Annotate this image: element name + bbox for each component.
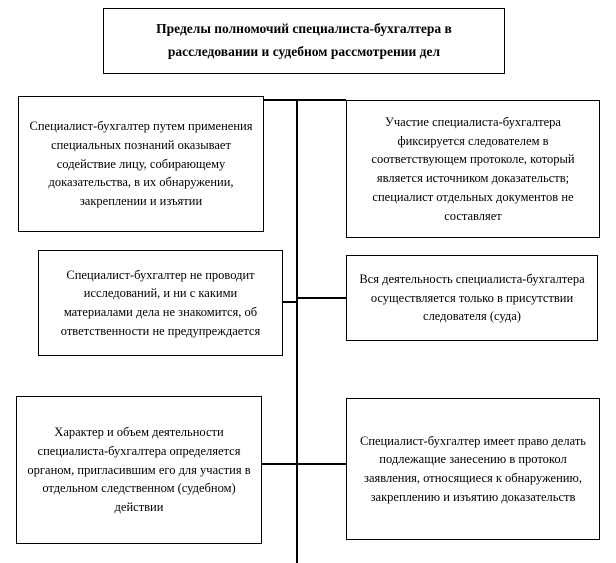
connector-right-row3: [297, 463, 346, 465]
diagram-title: Пределы полномочий специалиста-бухгалтер…: [103, 8, 505, 74]
node-left-2: Специалист-бухгалтер не проводит исследо…: [38, 250, 283, 356]
connector-left-row2: [283, 301, 297, 303]
node-right-1: Участие специалиста-бухгалтера фиксирует…: [346, 100, 600, 238]
node-right-2: Вся деятельность специалиста-бухгалтера …: [346, 255, 598, 341]
node-left-1: Специалист-бухгалтер путем применения сп…: [18, 96, 264, 232]
connector-vertical-center: [296, 99, 298, 563]
connector-top-row: [264, 99, 346, 101]
connector-right-row2: [297, 297, 346, 299]
connector-left-row3: [262, 463, 297, 465]
node-left-3: Характер и объем деятельности специалист…: [16, 396, 262, 544]
node-right-3: Специалист-бухгалтер имеет право делать …: [346, 398, 600, 540]
